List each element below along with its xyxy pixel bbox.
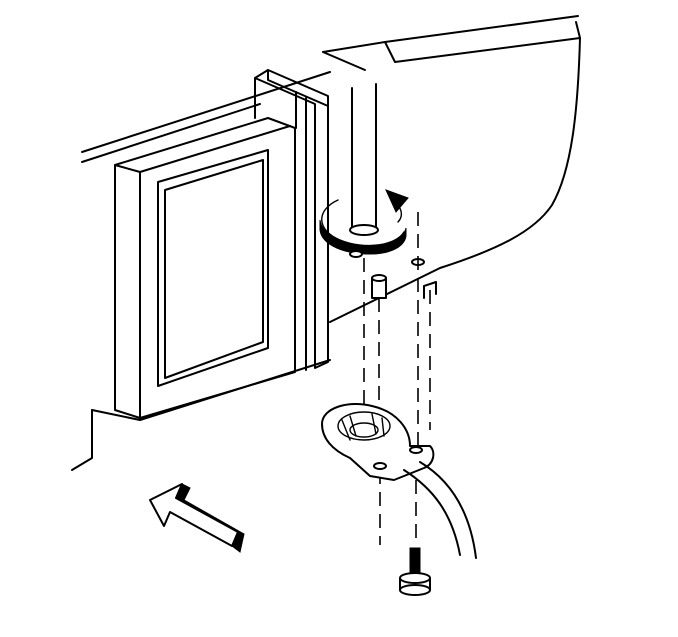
window-frame — [114, 117, 296, 419]
bolt — [399, 547, 431, 596]
rotation-arrow — [319, 189, 409, 255]
vertical-shaft — [349, 83, 379, 236]
harness-cable — [403, 461, 477, 559]
direction-arrow — [149, 483, 245, 553]
vehicle-panel — [71, 15, 581, 471]
channel-pillar — [254, 69, 329, 371]
dowel-pin — [349, 250, 437, 299]
sensor-bracket — [321, 403, 435, 481]
